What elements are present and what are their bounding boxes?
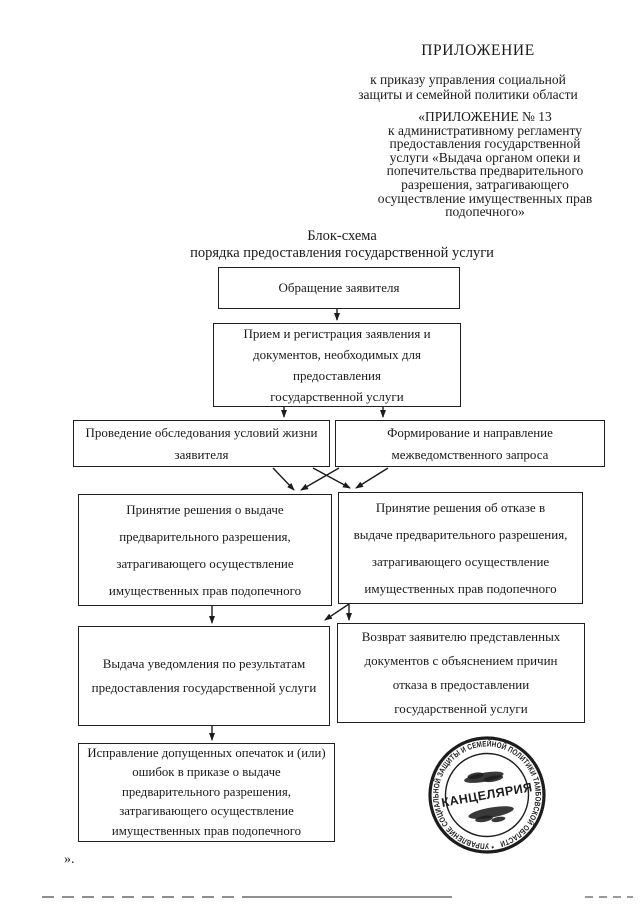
flow-box-notification-issue: Выдача уведомления по результатам предос… xyxy=(78,626,330,726)
flow-box-applicant-appeal: Обращение заявителя xyxy=(218,267,460,309)
stamp-ink-smudge-top-2 xyxy=(467,772,484,779)
arrow-request-to-issue xyxy=(300,467,340,491)
order-reference: к приказу управления социальной защиты и… xyxy=(358,72,578,102)
closing-quote-mark: ». xyxy=(64,852,75,867)
flow-box-interagency-request: Формирование и направление межведомствен… xyxy=(335,420,605,467)
appendix-heading: ПРИЛОЖЕНИЕ xyxy=(421,42,535,59)
arrow-request-to-refuse xyxy=(355,467,389,489)
flow-box-documents-return: Возврат заявителю представленных докумен… xyxy=(337,623,585,723)
scan-artifact-line-1 xyxy=(42,896,252,898)
arrow-survey-to-refuse xyxy=(312,467,351,489)
stamp-inner-ring xyxy=(444,752,530,838)
arrow-refuse-to-notification xyxy=(324,603,350,621)
flowchart-title: Блок-схема порядка предоставления госуда… xyxy=(190,228,494,261)
flow-box-decision-refuse-permission: Принятие решения об отказе в выдаче пред… xyxy=(338,492,583,604)
stamp-ink-smudge-bottom-3 xyxy=(491,816,506,823)
arrow-survey-to-issue xyxy=(272,467,295,491)
flow-box-typos-correction: Исправление допущенных опечаток и (или) … xyxy=(78,743,335,842)
stamp-outer-ring xyxy=(428,736,546,854)
scan-artifact-line-2 xyxy=(252,896,452,898)
stamp-ink-smudge-top xyxy=(464,771,504,783)
flow-box-decision-issue-permission: Принятие решения о выдаче предварительно… xyxy=(78,494,332,606)
flow-box-living-conditions-survey: Проведение обследования условий жизни за… xyxy=(73,420,330,467)
stamp-ink-smudge-bottom-2 xyxy=(475,815,493,823)
scan-artifact-line-3 xyxy=(585,896,633,898)
stamp-center-label: КАНЦЕЛЯРИЯ xyxy=(440,780,533,810)
office-round-stamp: * УПРАВЛЕНИЕ СОЦИАЛЬНОЙ ЗАЩИТЫ И СЕМЕЙНО… xyxy=(424,731,551,860)
stamp-ink-smudge-top-3 xyxy=(483,775,504,783)
flow-box-reception-registration: Прием и регистрация заявления и документ… xyxy=(213,323,461,407)
appendix-13-reference: «ПРИЛОЖЕНИЕ № 13 к административному рег… xyxy=(377,109,593,220)
stamp-ink-smudge-bottom xyxy=(468,806,514,819)
